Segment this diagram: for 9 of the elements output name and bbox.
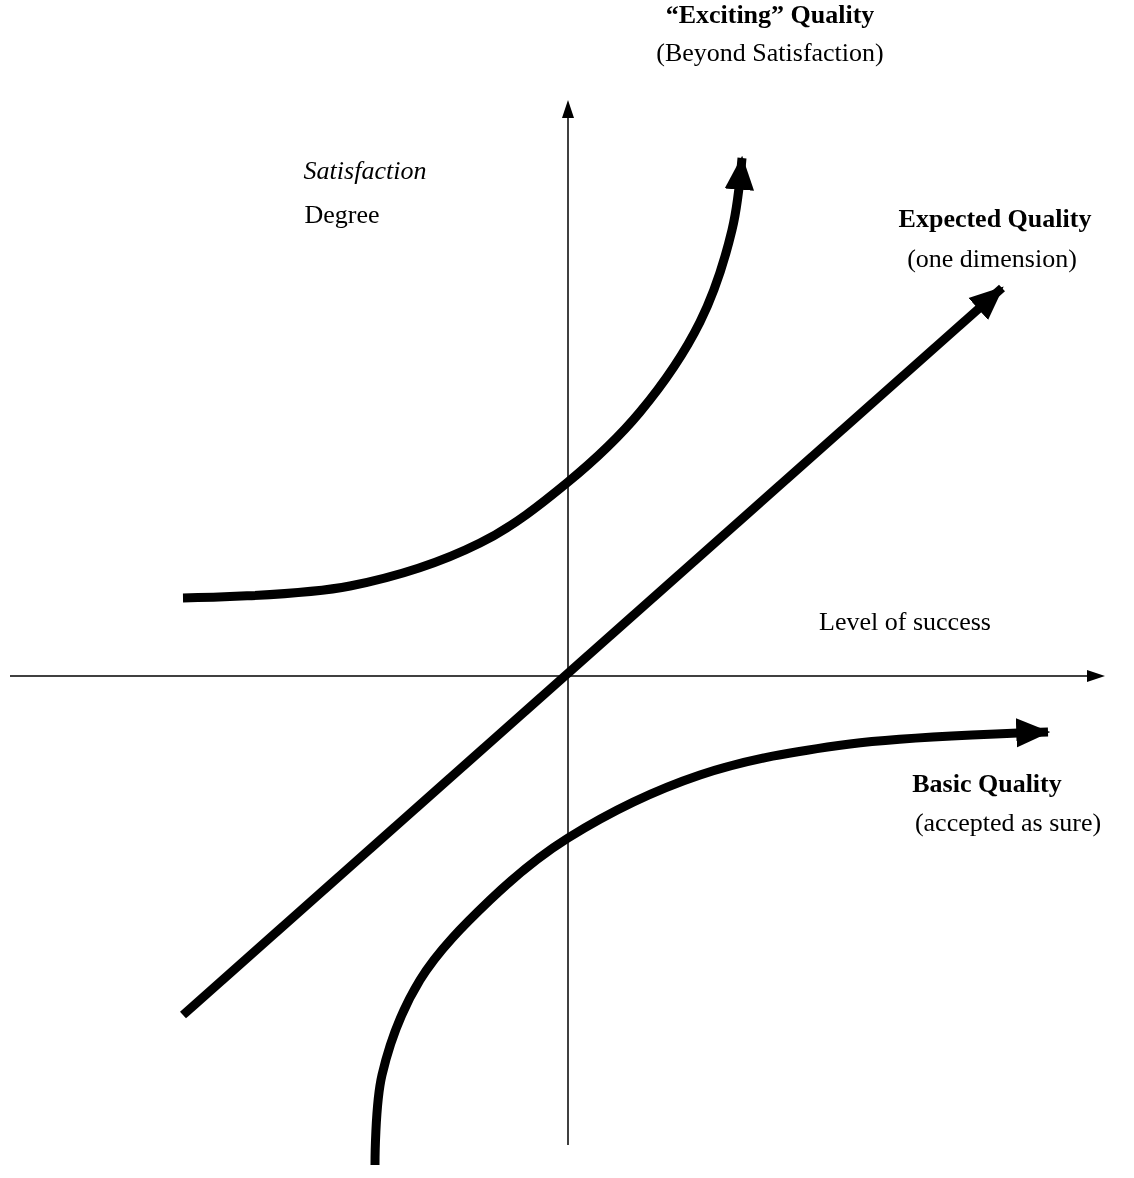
- axis-label: Degree: [304, 200, 380, 230]
- curve-sublabel: (Beyond Satisfaction): [656, 38, 884, 68]
- curve-sublabel: (one dimension): [907, 244, 1077, 274]
- axis-label: Satisfaction: [303, 156, 427, 186]
- curve-label: Expected Quality: [898, 204, 1092, 234]
- curve-label: “Exciting” Quality: [665, 0, 875, 30]
- curve-label: Basic Quality: [912, 769, 1062, 799]
- curve-sublabel: (accepted as sure): [914, 808, 1102, 838]
- axis-label: Level of success: [819, 607, 991, 637]
